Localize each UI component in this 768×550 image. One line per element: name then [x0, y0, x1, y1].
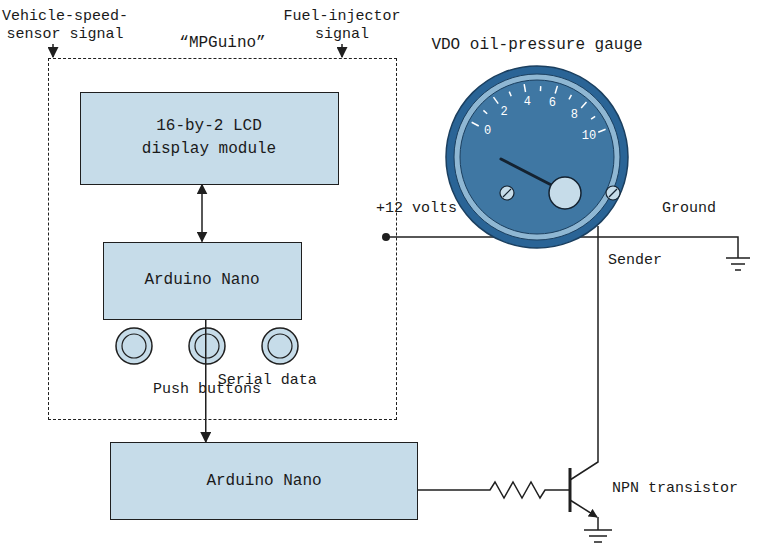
emitter-wire [597, 517, 599, 530]
transistor-base [569, 468, 572, 512]
push-button [262, 328, 298, 364]
dial-number: 2 [492, 105, 516, 119]
oil-pressure-gauge: VDO oil-pressure gauge0246810 [445, 65, 629, 249]
edge-label: Serial data [218, 372, 317, 390]
connector-arrow [205, 320, 207, 443]
box-label: Arduino Nano [144, 269, 259, 292]
dial-number: 0 [476, 124, 500, 138]
gauge-ring [454, 74, 620, 240]
arduino-box: Arduino Nano [110, 442, 418, 520]
dial-number: 8 [562, 108, 586, 122]
supply-label: +12 volts [376, 200, 466, 218]
gauge-face [445, 65, 629, 249]
dial-tick [598, 129, 605, 132]
box-label: Arduino Nano [206, 470, 321, 493]
ground-label: Ground [662, 200, 732, 218]
dial-tick [509, 92, 511, 97]
signal-label: Vehicle-speed-sensor signal [0, 8, 130, 44]
gauge-bezel [446, 66, 628, 248]
dial-tick [483, 110, 487, 113]
screw-slot [503, 189, 511, 197]
transistor-label: NPN transistor [612, 480, 752, 498]
sender-wire [570, 226, 598, 480]
signal-arrow [52, 44, 54, 57]
power-wire [386, 236, 494, 238]
dial-tick [591, 116, 595, 119]
gauge-dial [460, 80, 614, 234]
dial-tick [569, 95, 571, 99]
mounting-screw [606, 186, 620, 200]
signal-arrow [341, 44, 343, 57]
lcd-module-box: 16-by-2 LCD display module [80, 92, 339, 185]
sender-label: Sender [608, 252, 678, 270]
box-label: 16-by-2 LCD display module [129, 115, 289, 161]
dial-tick [524, 84, 525, 92]
push-button [189, 328, 225, 364]
dial-number: 10 [577, 129, 601, 143]
dial-number: 4 [515, 95, 539, 109]
needle-hub [549, 177, 581, 209]
gauge-title: VDO oil-pressure gauge [425, 34, 649, 57]
dial-tick [581, 102, 586, 108]
mounting-screw [500, 186, 514, 200]
push-button [116, 328, 152, 364]
ground-symbol [584, 530, 612, 542]
ground-symbol [726, 258, 750, 270]
dial-tick [555, 86, 557, 94]
dial-tick [472, 122, 479, 126]
screw-slot [609, 189, 617, 197]
signal-label: Fuel-injector signal [279, 8, 405, 44]
dial-tick [494, 97, 499, 103]
dial-number: 6 [540, 96, 564, 110]
dial-tick [540, 86, 542, 91]
transistor-emitter [570, 500, 597, 517]
resistor-symbol [418, 482, 570, 498]
dashed-enclosure: “MPGuino”16-by-2 LCD display moduleArdui… [48, 58, 397, 420]
arduino-box: Arduino Nano [103, 242, 302, 320]
connector-arrow [201, 185, 203, 242]
